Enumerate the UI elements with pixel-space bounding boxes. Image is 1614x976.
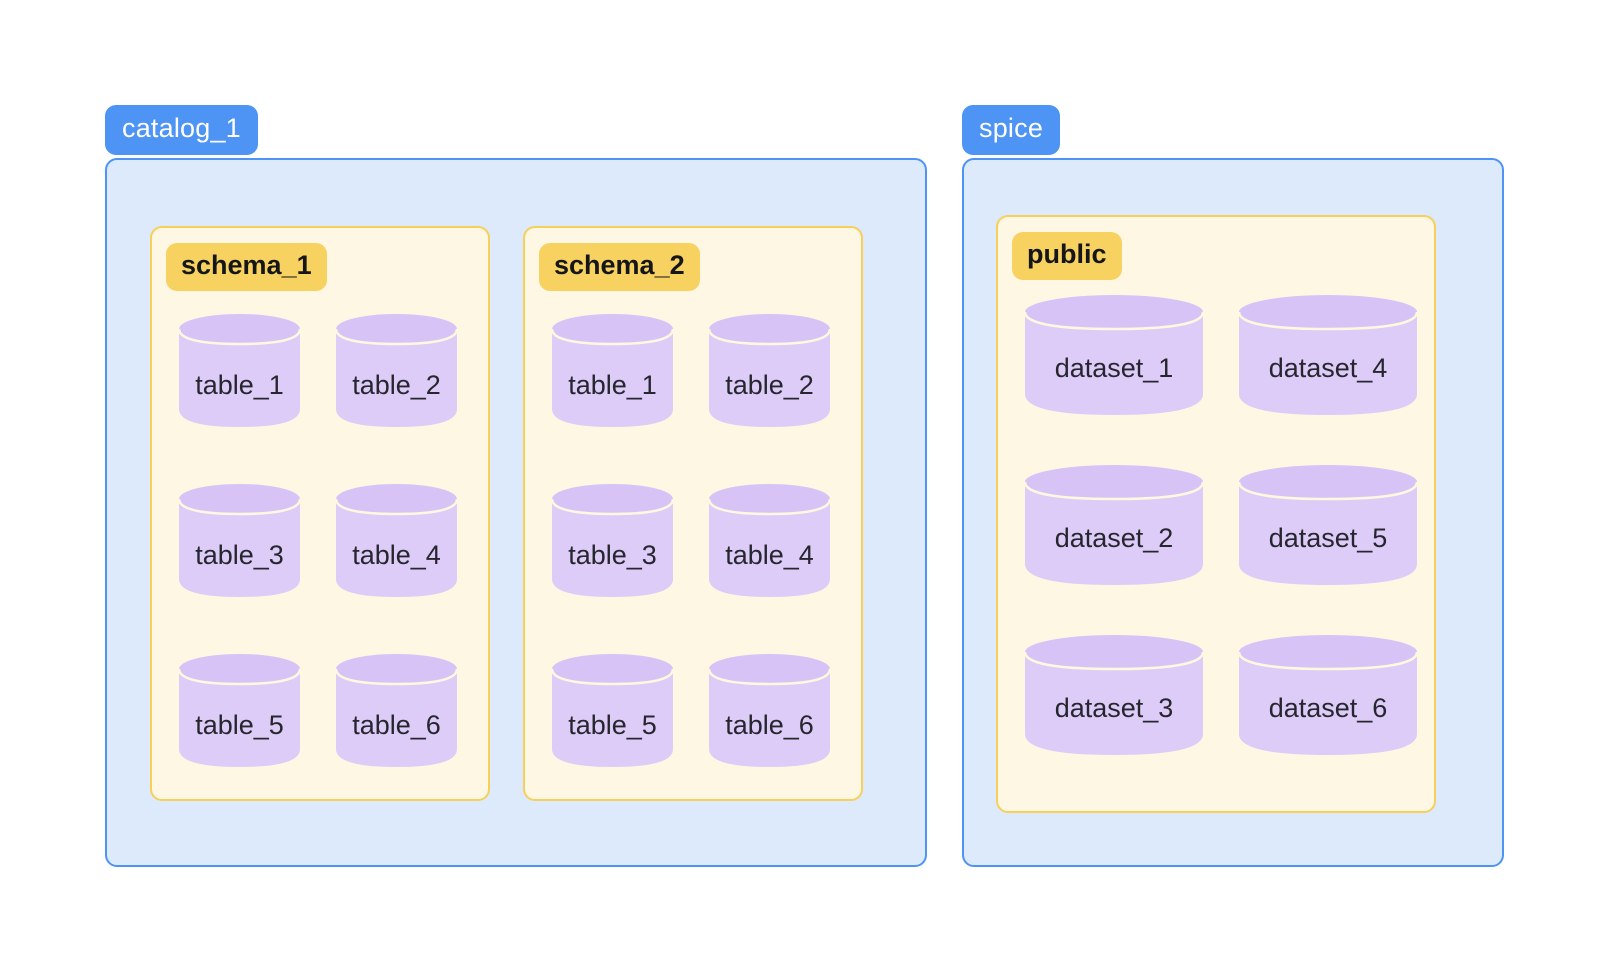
cylinder-label: dataset_3 — [1054, 693, 1174, 723]
cylinder-shape — [707, 314, 832, 427]
cylinder-shape — [550, 654, 675, 767]
cylinder-table_3-s2[interactable]: table_3 — [549, 480, 676, 598]
schema-box-schema-1: schema_1 table_1 table_2 — [150, 226, 490, 801]
cylinder-shape — [1237, 635, 1419, 755]
cylinder-label: table_2 — [352, 370, 441, 400]
cylinder-dataset_2[interactable]: dataset_2 — [1022, 461, 1206, 587]
cylinder-table_3[interactable]: table_3 — [176, 480, 303, 598]
cylinder-shape — [707, 484, 832, 597]
cylinder-label: table_4 — [352, 540, 441, 570]
cylinder-shape — [1023, 635, 1205, 755]
cylinder-table_2-s2[interactable]: table_2 — [706, 310, 833, 428]
cylinder-shape — [177, 484, 302, 597]
cylinder-shape — [177, 654, 302, 767]
cylinder-table_6-s2[interactable]: table_6 — [706, 650, 833, 768]
cylinder-shape — [334, 314, 459, 427]
cylinder-label: table_5 — [195, 710, 284, 740]
cylinder-dataset_1[interactable]: dataset_1 — [1022, 291, 1206, 417]
cylinder-table_2[interactable]: table_2 — [333, 310, 460, 428]
cylinder-label: dataset_2 — [1054, 523, 1174, 553]
schema-box-public: public dataset_1 dataset_4 — [996, 215, 1436, 813]
schema-box-schema-2: schema_2 table_1 table_2 — [523, 226, 863, 801]
cylinder-shape — [1237, 295, 1419, 415]
cylinder-label: dataset_6 — [1268, 693, 1388, 723]
cylinder-label: table_3 — [195, 540, 284, 570]
cylinder-label: dataset_1 — [1054, 353, 1174, 383]
cylinder-shape — [177, 314, 302, 427]
cylinder-table_4-s2[interactable]: table_4 — [706, 480, 833, 598]
cylinder-table_1[interactable]: table_1 — [176, 310, 303, 428]
group-badge-spice[interactable]: spice — [962, 105, 1061, 155]
cylinder-label: dataset_4 — [1268, 353, 1388, 383]
cylinder-label: table_5 — [568, 710, 657, 740]
cylinder-label: table_4 — [725, 540, 814, 570]
schema-badge-public[interactable]: public — [1012, 232, 1122, 280]
cylinder-shape — [550, 314, 675, 427]
cylinder-table_6[interactable]: table_6 — [333, 650, 460, 768]
cylinder-label: table_6 — [352, 710, 441, 740]
schema-badge-schema-1[interactable]: schema_1 — [166, 243, 327, 291]
cylinder-shape — [334, 654, 459, 767]
group-badge-catalog-1[interactable]: catalog_1 — [105, 105, 258, 155]
cylinder-shape — [707, 654, 832, 767]
cylinder-label: table_6 — [725, 710, 814, 740]
cylinder-dataset_5[interactable]: dataset_5 — [1236, 461, 1420, 587]
cylinder-dataset_6[interactable]: dataset_6 — [1236, 631, 1420, 757]
group-spice: spice public dataset_1 dataset_4 — [962, 105, 1504, 867]
cylinder-table_5[interactable]: table_5 — [176, 650, 303, 768]
cylinder-shape — [1023, 295, 1205, 415]
cylinder-label: table_3 — [568, 540, 657, 570]
cylinder-dataset_4[interactable]: dataset_4 — [1236, 291, 1420, 417]
cylinder-label: dataset_5 — [1268, 523, 1388, 553]
cylinder-table_5-s2[interactable]: table_5 — [549, 650, 676, 768]
schema-badge-schema-2[interactable]: schema_2 — [539, 243, 700, 291]
cylinder-shape — [1023, 465, 1205, 585]
cylinder-shape — [550, 484, 675, 597]
cylinder-label: table_2 — [725, 370, 814, 400]
cylinder-table_4[interactable]: table_4 — [333, 480, 460, 598]
cylinder-shape — [334, 484, 459, 597]
cylinder-label: table_1 — [568, 370, 657, 400]
group-catalog-1: catalog_1 schema_1 table_1 table_2 — [105, 105, 927, 867]
cylinder-dataset_3[interactable]: dataset_3 — [1022, 631, 1206, 757]
cylinder-label: table_1 — [195, 370, 284, 400]
cylinder-table_1-s2[interactable]: table_1 — [549, 310, 676, 428]
cylinder-shape — [1237, 465, 1419, 585]
